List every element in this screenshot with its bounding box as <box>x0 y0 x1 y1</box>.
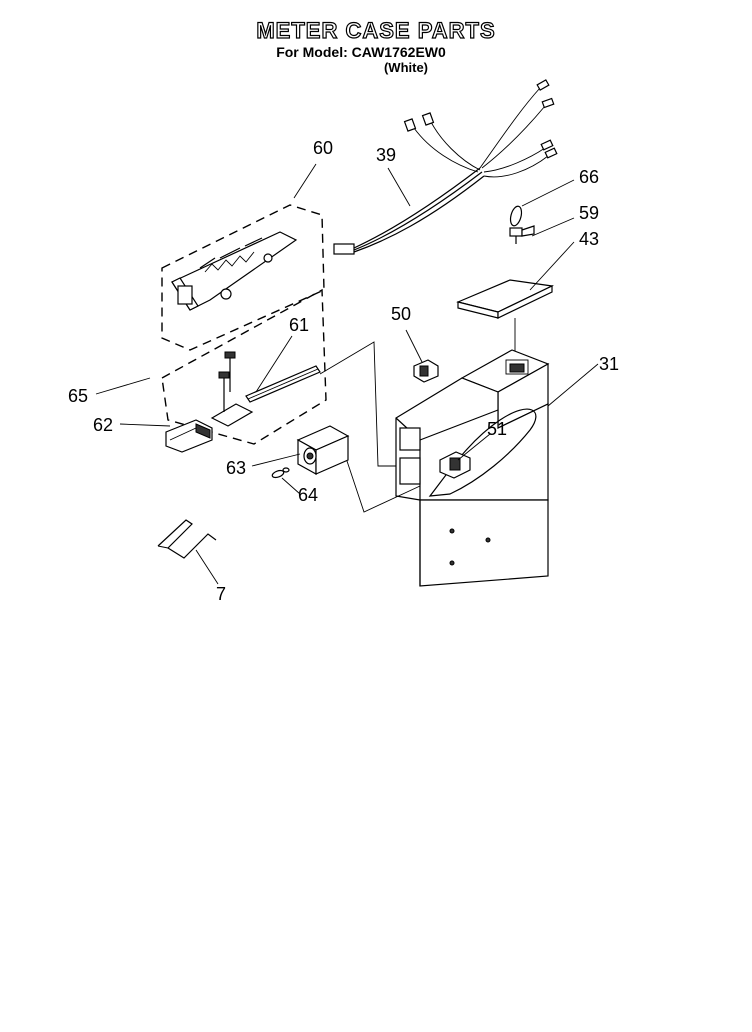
part-63-solenoid <box>296 425 350 476</box>
callout-7: 7 <box>216 584 226 604</box>
callout-62: 62 <box>93 415 113 435</box>
callout-39: 39 <box>376 145 396 165</box>
part-59-fastener <box>509 225 535 244</box>
callout-63: 63 <box>226 458 246 478</box>
part-66-clip <box>509 205 523 227</box>
part-62-clip <box>165 419 213 453</box>
part-7-bracket <box>157 519 217 559</box>
part-61-rod <box>245 365 321 403</box>
callout-66: 66 <box>579 167 599 187</box>
callout-31: 31 <box>599 354 619 374</box>
part-51-switch <box>439 451 471 479</box>
part-50-switch <box>413 359 439 383</box>
part-60-actuator-assembly <box>161 204 325 351</box>
callout-51: 51 <box>487 419 507 439</box>
part-65-screws-plate <box>210 351 254 427</box>
part-43-cover-plate <box>456 279 555 352</box>
callout-65: 65 <box>68 386 88 406</box>
leader-lines <box>95 163 599 585</box>
callout-50: 50 <box>391 304 411 324</box>
part-39-wire-harness <box>333 79 558 255</box>
page-title: METER CASE PARTS <box>256 17 496 43</box>
part-64-pin <box>271 467 290 479</box>
model-line: For Model: CAW1762EW0 <box>276 44 446 60</box>
diagram-header: METER CASE PARTS For Model: CAW1762EW0 (… <box>0 17 752 75</box>
callout-59: 59 <box>579 203 599 223</box>
callout-labels: 60 39 66 59 43 50 61 31 65 62 51 63 64 7 <box>68 138 619 604</box>
part-65-bracket-group <box>161 288 327 445</box>
callout-64: 64 <box>298 485 318 505</box>
callout-43: 43 <box>579 229 599 249</box>
color-line: (White) <box>383 60 429 75</box>
callout-61: 61 <box>289 315 309 335</box>
callout-60: 60 <box>313 138 333 158</box>
part-31-meter-case <box>319 341 550 587</box>
